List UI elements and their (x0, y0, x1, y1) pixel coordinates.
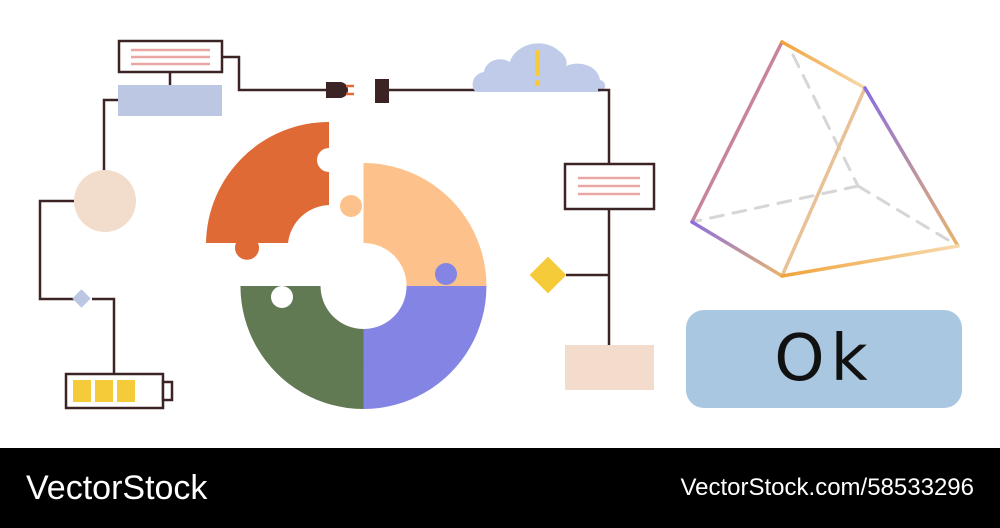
text-box-right (563, 162, 656, 211)
right-circuit-wires (566, 88, 611, 345)
socket-icon (375, 79, 478, 103)
small-diamond (72, 289, 91, 308)
plug-icon (326, 82, 354, 98)
footer-bar: VectorStock VectorStock.com/58533296 (0, 448, 1000, 528)
puzzle-piece-peach (363, 163, 487, 286)
ok-button[interactable]: Ok (686, 310, 962, 408)
yellow-diamond (529, 256, 567, 294)
cloud-warning-icon (472, 43, 606, 92)
blue-box (118, 85, 222, 116)
footer-brand: VectorStock (26, 468, 208, 507)
left-circuit-wires (38, 55, 326, 374)
puzzle-piece-green (240, 286, 364, 409)
footer-image-id: VectorStock.com/58533296 (680, 474, 974, 501)
pyramid-icon (690, 40, 960, 278)
illustration-canvas (38, 39, 960, 410)
battery-icon (64, 372, 174, 410)
ok-button-label: Ok (774, 322, 874, 396)
peach-box (565, 345, 654, 390)
jigsaw-ring-icon (206, 122, 487, 409)
illustration: Ok (38, 39, 962, 410)
puzzle-piece-violet (363, 286, 487, 409)
beige-circle (74, 170, 136, 232)
puzzle-piece-orange (206, 122, 329, 260)
text-box-top-left (117, 39, 224, 74)
